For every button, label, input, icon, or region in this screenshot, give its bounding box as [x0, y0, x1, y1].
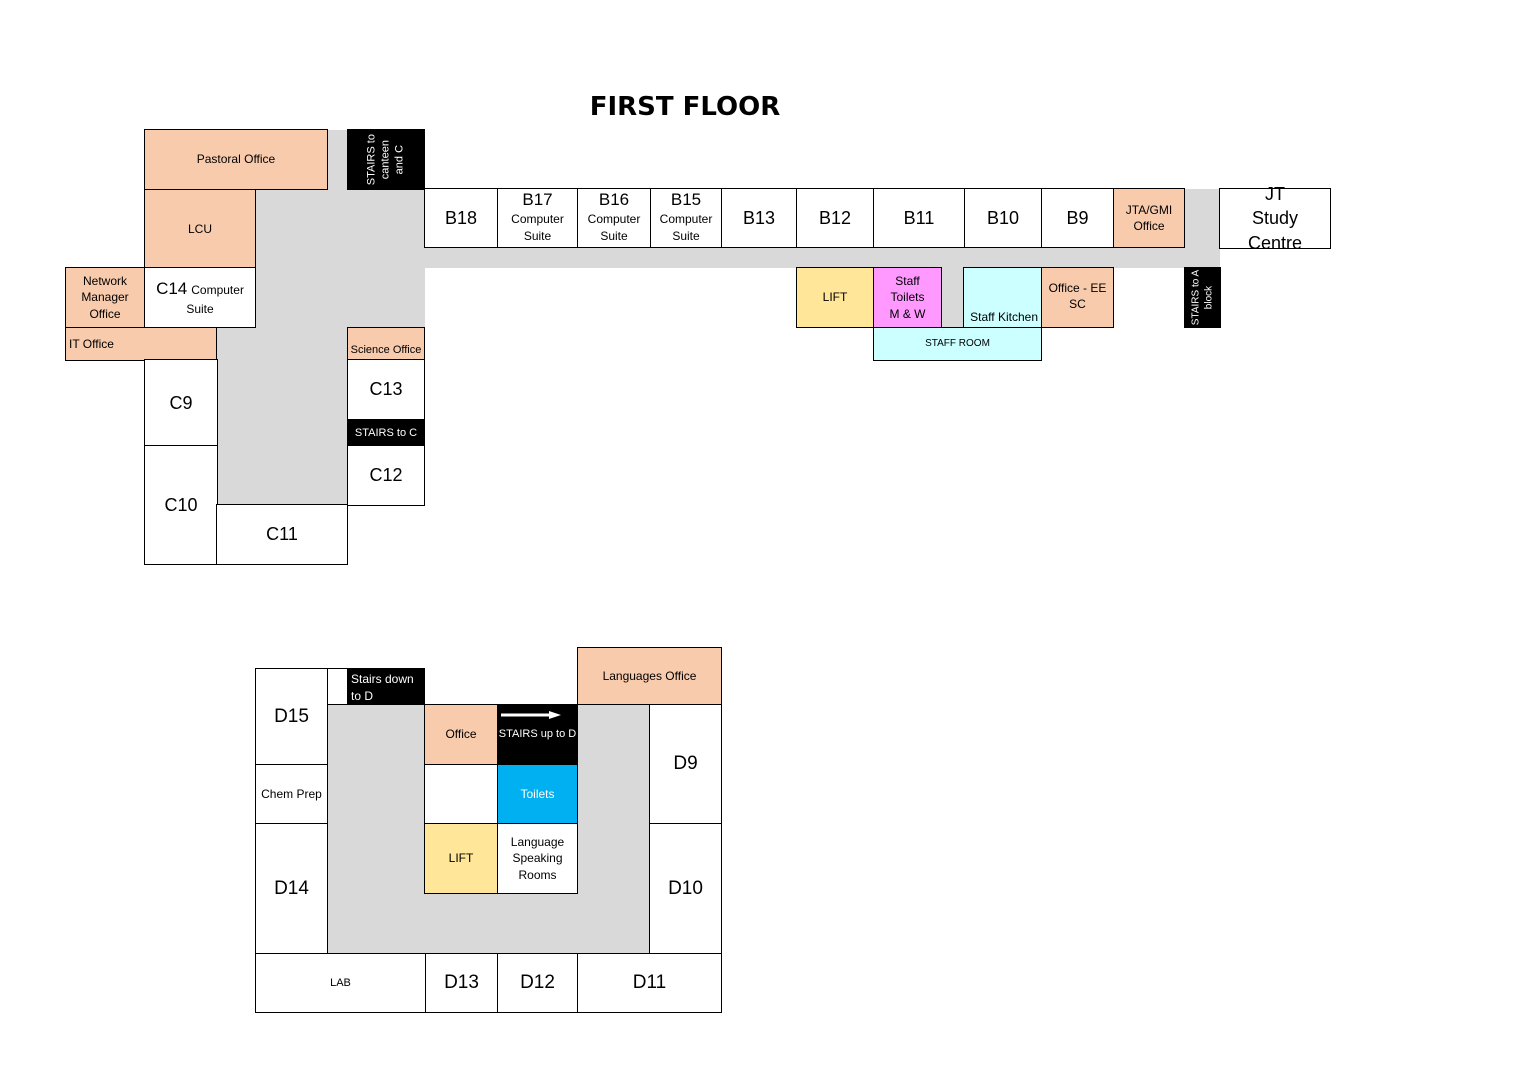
lcu-room[interactable]: LCU	[144, 189, 256, 269]
room-b9[interactable]: B9	[1041, 188, 1114, 248]
room-c10[interactable]: C10	[144, 445, 218, 565]
jta-gmi-office[interactable]: JTA/GMI Office	[1113, 188, 1185, 248]
empty-room	[424, 764, 498, 824]
stairs-to-a-block[interactable]: STAIRS to A block	[1184, 267, 1221, 328]
b15-label: Computer Suite	[659, 211, 713, 244]
b15-code: B15	[670, 190, 702, 210]
b17-label: Computer Suite	[511, 211, 564, 244]
room-d11[interactable]: D11	[577, 953, 722, 1013]
room-d13[interactable]: D13	[425, 953, 498, 1013]
corridor	[941, 268, 964, 328]
room-c11[interactable]: C11	[216, 504, 348, 565]
lab[interactable]: LAB	[255, 953, 426, 1013]
corridor	[1184, 189, 1220, 249]
office-ee-sc[interactable]: Office - EE SC	[1041, 267, 1114, 328]
stairs-down-to-d[interactable]: Stairs down to D	[347, 668, 425, 705]
corridor	[217, 327, 347, 505]
room-b15[interactable]: B15 Computer Suite	[650, 188, 722, 248]
network-manager-office[interactable]: Network Manager Office	[65, 267, 145, 328]
staff-kitchen[interactable]: Staff Kitchen	[963, 267, 1042, 328]
stairs-to-c[interactable]: STAIRS to C	[347, 419, 425, 447]
room-b11[interactable]: B11	[873, 188, 965, 248]
office-d[interactable]: Office	[424, 704, 498, 765]
lift-d[interactable]: LIFT	[424, 823, 498, 894]
stairs-to-canteen[interactable]: STAIRS to canteen and C	[347, 129, 425, 190]
c14-computer-suite[interactable]: C14 Computer Suite	[144, 267, 256, 328]
room-d12[interactable]: D12	[497, 953, 578, 1013]
toilets[interactable]: Toilets	[497, 764, 578, 824]
jt-study-centre[interactable]: JT Study Centre	[1219, 184, 1331, 253]
b16-code: B16	[598, 190, 630, 210]
room-d9[interactable]: D9	[649, 704, 722, 824]
lift-b[interactable]: LIFT	[796, 267, 874, 328]
room-c13[interactable]: C13	[347, 359, 425, 420]
c14-label-2: Suite	[186, 301, 214, 316]
room-b18[interactable]: B18	[424, 188, 498, 248]
stairs-up-to-d-label: STAIRS up to D	[498, 728, 577, 741]
science-office[interactable]: Science Office	[347, 327, 425, 361]
corridor	[425, 247, 1220, 268]
b17-code: B17	[522, 190, 553, 210]
staff-toilets[interactable]: Staff Toilets M & W	[873, 267, 942, 328]
corridor	[577, 704, 650, 894]
room-c12[interactable]: C12	[347, 445, 425, 506]
pastoral-office[interactable]: Pastoral Office	[144, 129, 328, 190]
corridor	[327, 130, 347, 189]
stairs-to-a-block-label: STAIRS to A block	[1190, 269, 1214, 326]
languages-office[interactable]: Languages Office	[577, 647, 722, 705]
arrow-right-icon	[501, 711, 561, 719]
room-b12[interactable]: B12	[796, 188, 874, 248]
chem-prep[interactable]: Chem Prep	[255, 764, 328, 824]
room-d15[interactable]: D15	[255, 668, 328, 765]
corridor	[255, 189, 425, 329]
page-title: FIRST FLOOR	[589, 92, 781, 122]
room-b16[interactable]: B16 Computer Suite	[577, 188, 651, 248]
it-office[interactable]: IT Office	[65, 327, 217, 361]
room-b13[interactable]: B13	[721, 188, 797, 248]
room-d14[interactable]: D14	[255, 823, 328, 955]
staff-room[interactable]: STAFF ROOM	[873, 327, 1042, 361]
language-speaking-rooms[interactable]: Language Speaking Rooms	[497, 823, 578, 894]
c14-code: C14	[156, 278, 188, 298]
b16-label: Computer Suite	[587, 211, 641, 244]
corridor	[327, 893, 650, 954]
room-b17[interactable]: B17 Computer Suite	[497, 188, 578, 248]
room-d10[interactable]: D10	[649, 823, 722, 955]
c14-label-1: Computer	[191, 282, 244, 297]
room-b10[interactable]: B10	[964, 188, 1042, 248]
stairs-down-spacer	[327, 668, 348, 705]
room-c9[interactable]: C9	[144, 359, 218, 447]
stairs-to-canteen-label: STAIRS to canteen and C	[365, 133, 405, 186]
